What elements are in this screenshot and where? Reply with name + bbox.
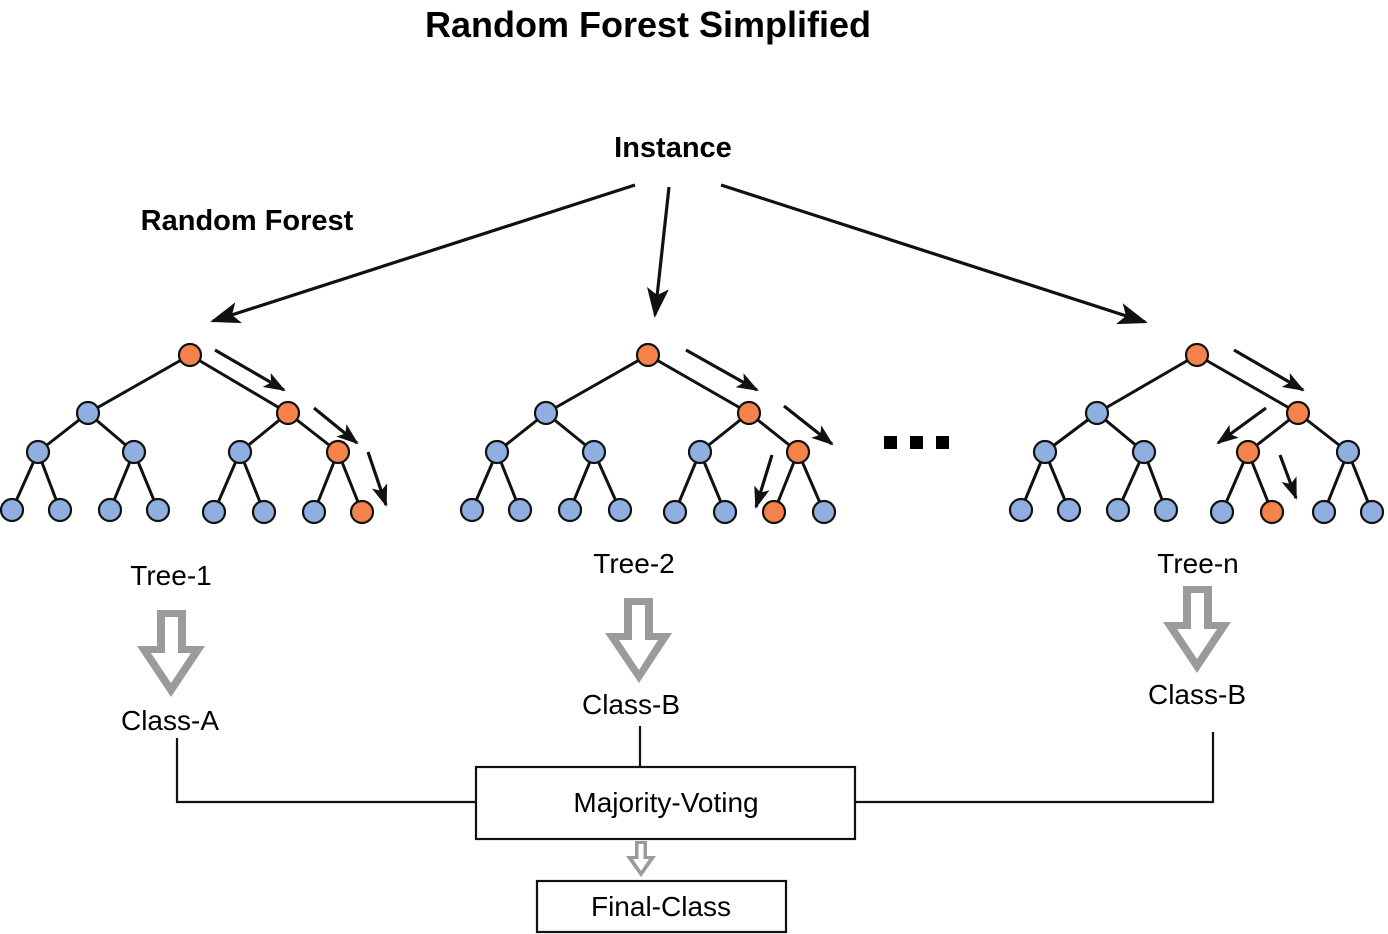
- tree-node: [227, 439, 253, 465]
- tree-2-class-label: Class-B: [582, 689, 680, 720]
- tree-2-label: Tree-2: [593, 548, 674, 579]
- majority-voting-box: [474, 765, 857, 841]
- tree-node: [145, 497, 171, 523]
- tree-node: [785, 439, 811, 465]
- tree-node: [325, 439, 351, 465]
- tree-1-path-arrows: [214, 348, 388, 507]
- tree-node: [1335, 439, 1361, 465]
- tree-node: [635, 342, 661, 368]
- tree-n-edges: [1019, 353, 1374, 514]
- tree-node: [1209, 499, 1235, 525]
- instance-to-tree-2-arrow: [647, 186, 671, 318]
- tree-node: [607, 497, 633, 523]
- final-class-label: Final-Class: [591, 891, 731, 922]
- diagram-title: Random Forest Simplified: [425, 4, 871, 45]
- tree-node: [459, 497, 485, 523]
- final-class-box: [535, 879, 788, 934]
- tree-node: [25, 439, 51, 465]
- tree-1: [0, 342, 388, 525]
- voting-connectors: [175, 726, 1215, 804]
- instance-label: Instance: [614, 132, 732, 164]
- tree-node: [662, 499, 688, 525]
- tree-n-path-arrows: [1216, 348, 1305, 500]
- tree-node: [533, 400, 559, 426]
- tree-node: [811, 499, 837, 525]
- tree-node: [1008, 497, 1034, 523]
- tree-n-label: Tree-n: [1157, 548, 1238, 579]
- tree-1-class-label: Class-A: [121, 705, 219, 736]
- instance-to-tree-n-arrow: [720, 183, 1148, 325]
- tree-node: [97, 497, 123, 523]
- tree-node: [121, 439, 147, 465]
- majority-voting-label: Majority-Voting: [573, 787, 758, 818]
- tree-node: [1235, 439, 1261, 465]
- random-forest-label: Random Forest: [141, 205, 354, 237]
- tree-n-class-arrow: [1163, 586, 1231, 673]
- tree-node: [687, 439, 713, 465]
- tree-n: [1008, 342, 1385, 525]
- tree-node: [349, 499, 375, 525]
- tree-node: [712, 499, 738, 525]
- tree-node: [1184, 342, 1210, 368]
- tree-node: [177, 342, 203, 368]
- final-arrow: [626, 841, 656, 877]
- tree-node: [301, 499, 327, 525]
- tree-node: [1084, 400, 1110, 426]
- tree-2-class-arrow: [605, 598, 672, 683]
- tree-1-edges: [10, 353, 364, 514]
- tree-node: [761, 499, 787, 525]
- tree-node: [1105, 497, 1131, 523]
- tree-node: [0, 497, 25, 523]
- tree-node: [1285, 400, 1311, 426]
- tree-node: [1032, 439, 1058, 465]
- tree-1-class-arrow: [137, 610, 205, 697]
- tree-node: [1359, 499, 1385, 525]
- tree-2-edges: [470, 353, 826, 514]
- tree-2: [459, 342, 837, 525]
- tree-node: [1056, 497, 1082, 523]
- tree-2-nodes: [459, 342, 837, 525]
- tree-1-nodes: [0, 342, 375, 525]
- tree-node: [1311, 499, 1337, 525]
- tree-1-label: Tree-1: [130, 560, 211, 591]
- tree-node: [75, 400, 101, 426]
- tree-2-path-arrows: [685, 348, 834, 509]
- tree-node: [275, 400, 301, 426]
- tree-node: [736, 400, 762, 426]
- tree-node: [484, 439, 510, 465]
- tree-node: [201, 499, 227, 525]
- tree-node: [47, 497, 73, 523]
- tree-n-class-label: Class-B: [1148, 679, 1246, 710]
- tree-n-nodes: [1008, 342, 1385, 525]
- instance-to-tree-1-arrow: [210, 183, 636, 324]
- instance-arrows: [210, 183, 1148, 325]
- ellipsis: [884, 436, 949, 449]
- tree-node: [507, 497, 533, 523]
- tree-node: [581, 439, 607, 465]
- tree-node: [1131, 439, 1157, 465]
- tree-node: [1259, 499, 1285, 525]
- tree-node: [557, 497, 583, 523]
- tree-node: [251, 499, 277, 525]
- tree-node: [1153, 497, 1179, 523]
